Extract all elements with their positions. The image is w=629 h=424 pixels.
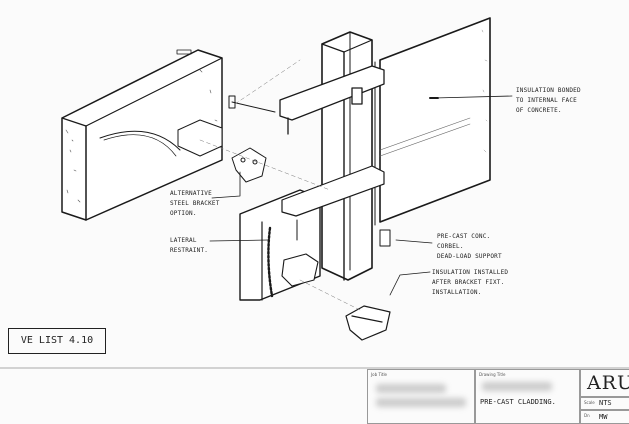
ve-list-label: VE LIST 4.10 <box>8 328 106 354</box>
note-insulation-installed: INSULATION INSTALLED AFTER BRACKET FIXT.… <box>432 268 508 298</box>
drawn-by-cell: Dn MW <box>580 410 629 424</box>
construction-lines <box>199 59 361 311</box>
bracket-detail <box>345 305 391 341</box>
redacted-job-title <box>376 384 446 393</box>
note-corbel: PRE-CAST CONC. CORBEL. DEAD-LOAD SUPPORT <box>437 232 502 262</box>
scale-cell: Scale NTS <box>580 397 629 410</box>
company-logo: ARUP <box>587 372 629 394</box>
note-line: INSTALLATION. <box>432 289 482 296</box>
note-line: STEEL BRACKET <box>170 200 220 207</box>
right-precast-panel <box>374 17 491 226</box>
note-line: TO INTERNAL FACE <box>516 97 577 104</box>
note-line: ALTERNATIVE <box>170 190 212 197</box>
note-lateral-restraint: LATERAL RESTRAINT. <box>170 236 208 256</box>
drawing-title-label: Drawing Title <box>479 372 506 377</box>
note-line: INSULATION INSTALLED <box>432 269 509 276</box>
scale-label: Scale <box>584 400 595 405</box>
redacted-job-title <box>376 398 466 407</box>
note-line: DEAD-LOAD SUPPORT <box>437 253 502 260</box>
upper-beam <box>279 65 385 135</box>
left-precast-panel <box>61 49 223 221</box>
job-title-label: Job Title <box>371 372 388 377</box>
leader-lines <box>209 95 513 296</box>
job-title-cell: Job Title <box>367 369 475 424</box>
note-line: INSULATION BONDED <box>516 87 581 94</box>
note-line: CORBEL. <box>437 243 464 250</box>
note-line: OPTION. <box>170 210 197 217</box>
drawn-value: MW <box>599 413 608 421</box>
note-line: PRE-CAST CONC. <box>437 233 491 240</box>
scale-value: NTS <box>599 399 612 407</box>
note-alternative-bracket: ALTERNATIVE STEEL BRACKET OPTION. <box>170 189 220 219</box>
logo-cell: ARUP <box>580 369 629 397</box>
note-insulation-bonded: INSULATION BONDED TO INTERNAL FACE OF CO… <box>516 86 581 116</box>
note-line: LATERAL <box>170 237 197 244</box>
note-line: OF CONCRETE. <box>516 107 562 114</box>
floor-slab-section <box>239 165 391 301</box>
note-line: AFTER BRACKET FIXT. <box>432 279 505 286</box>
steel-bracket <box>228 95 276 183</box>
drawing-title-cell: Drawing Title PRE-CAST CLADDING. <box>475 369 580 424</box>
drawing-title: PRE-CAST CLADDING. <box>480 398 556 406</box>
drawn-label: Dn <box>584 413 590 418</box>
redacted-drawing-title <box>482 382 552 391</box>
note-line: RESTRAINT. <box>170 247 209 254</box>
